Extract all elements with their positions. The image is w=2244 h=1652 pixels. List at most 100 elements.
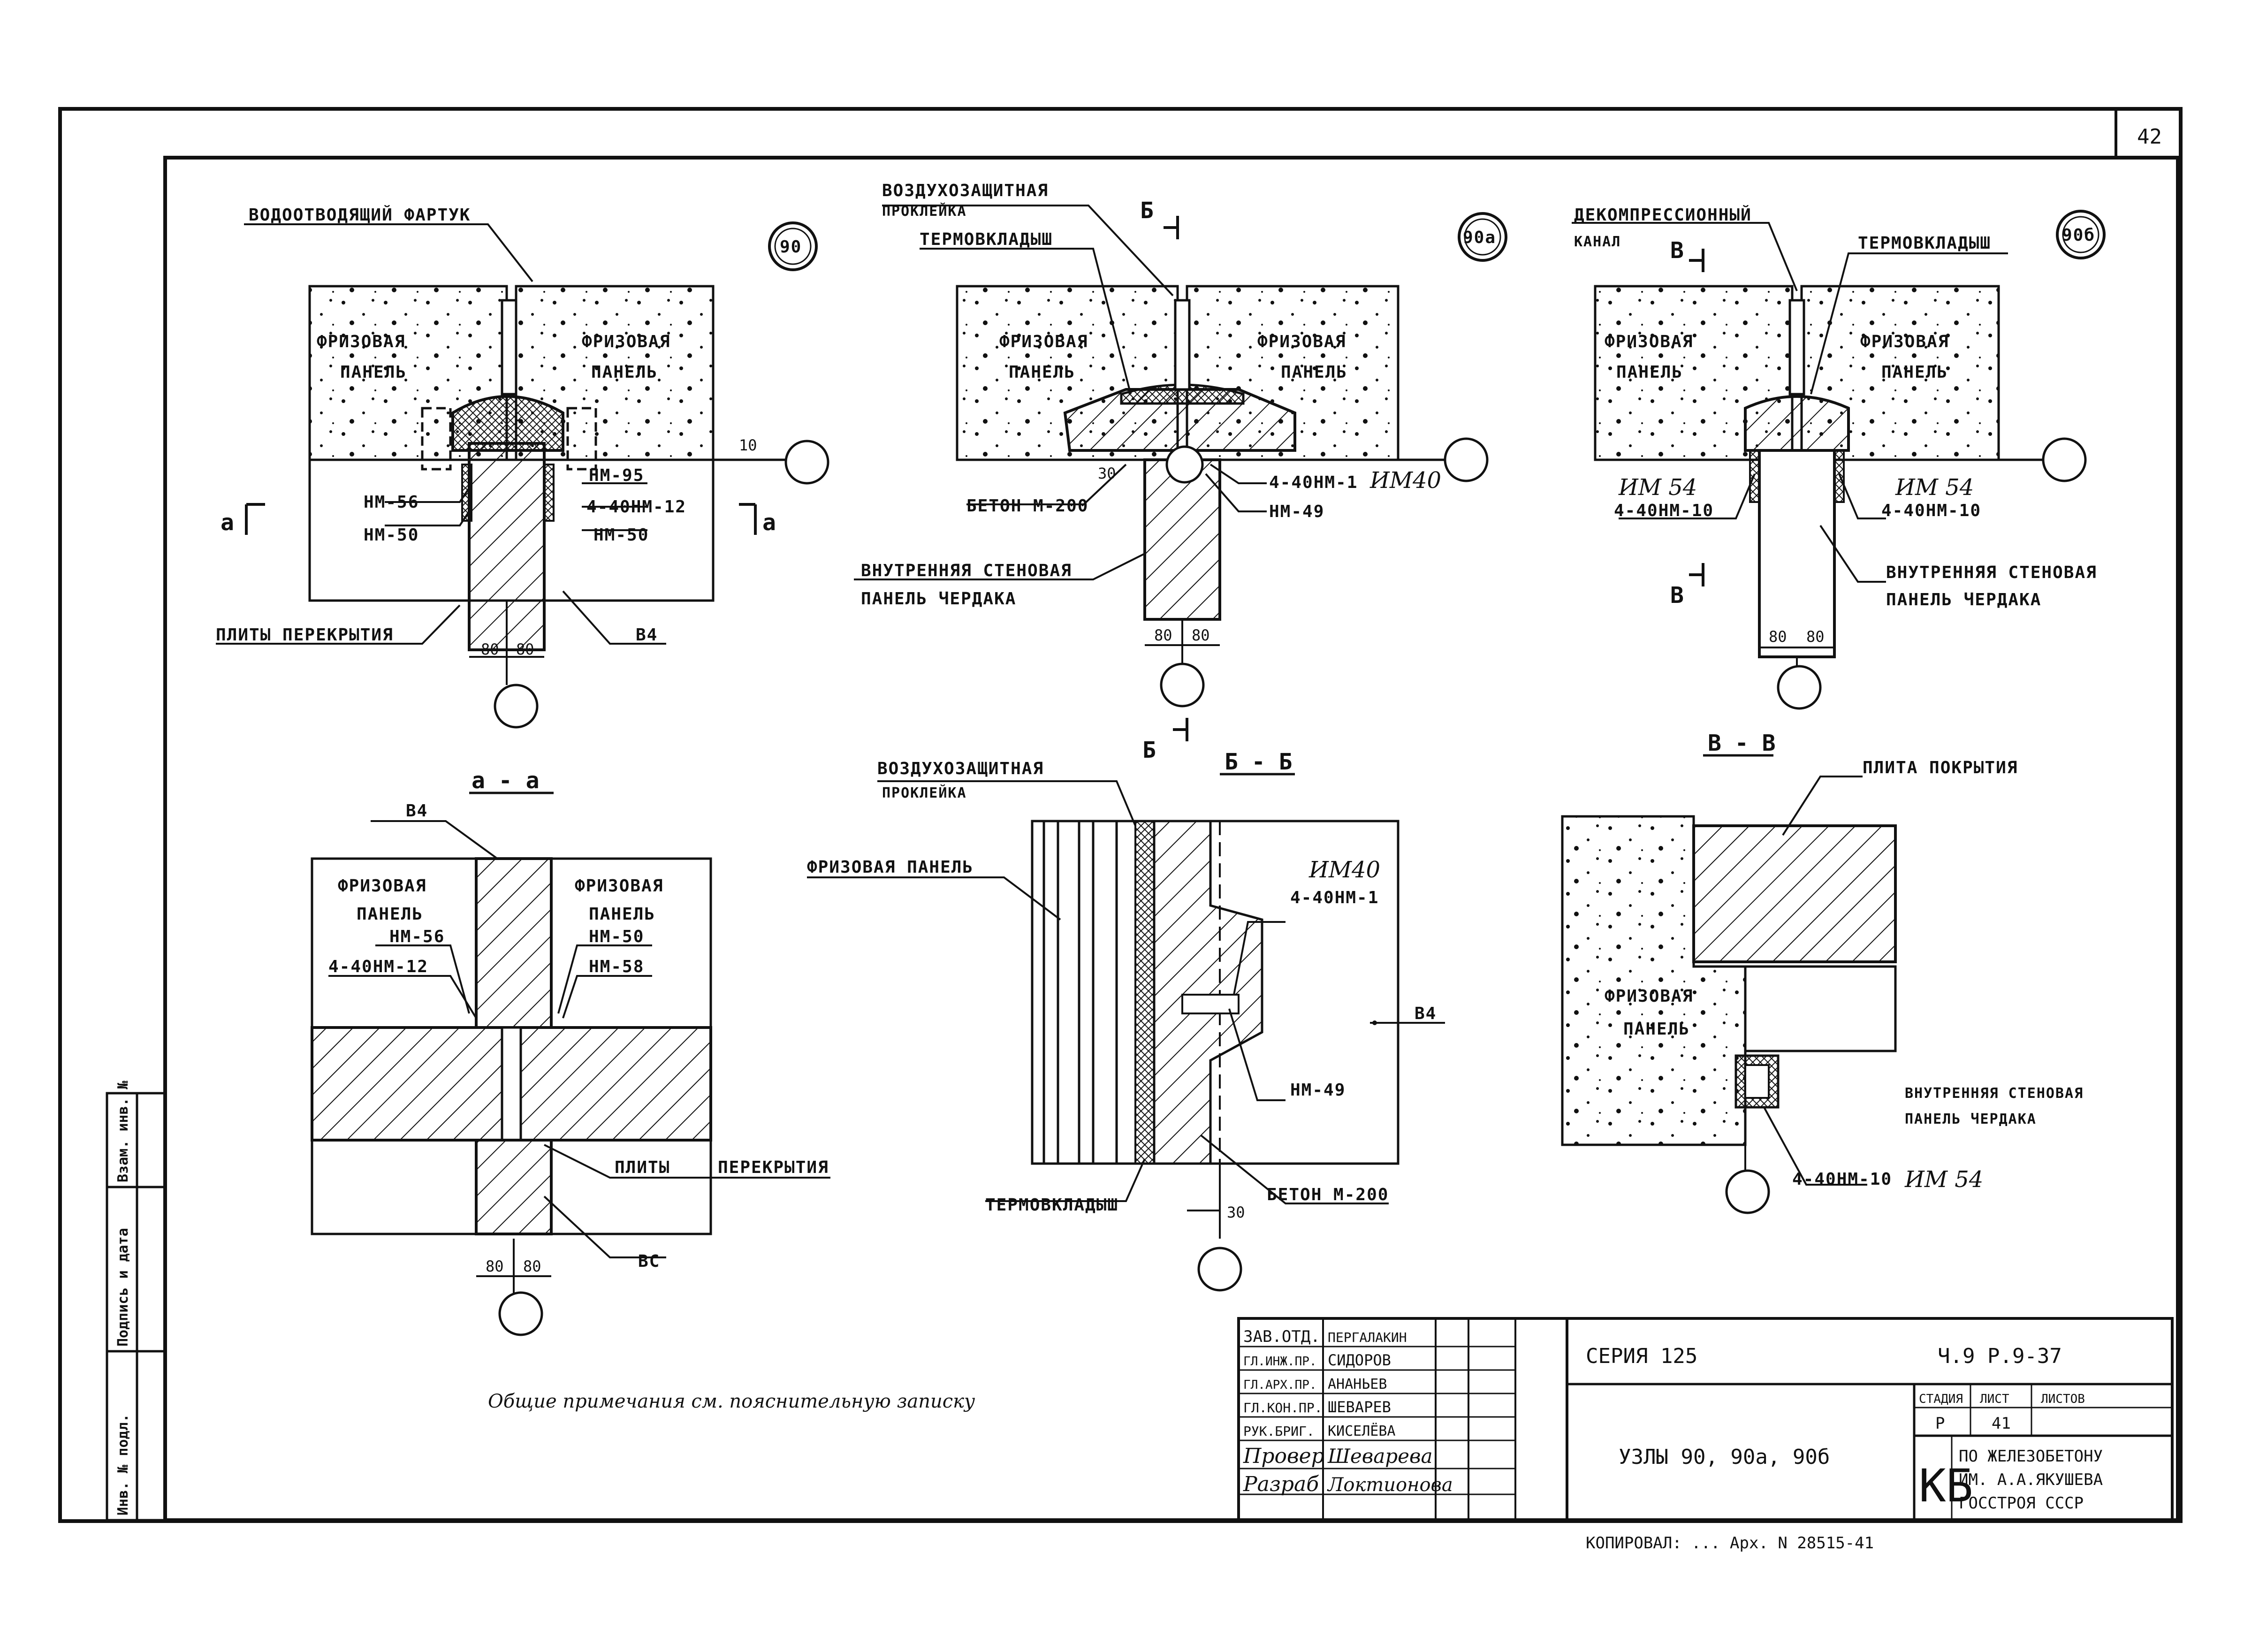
label-inner-vv-2: ПАНЕЛЬ ЧЕРДАКА — [1905, 1111, 2037, 1127]
label-4-40nm10-vv: 4-40НМ-10 — [1792, 1170, 1892, 1189]
dim-80a-90a: 80 — [1154, 626, 1172, 644]
column-aa-lower — [475, 1139, 553, 1235]
label-4-40nm10-left: 4-40НМ-10 — [1614, 501, 1714, 520]
dim-10: 10 — [739, 436, 757, 454]
label-concrete-bb: БЕТОН М-200 — [1267, 1185, 1389, 1204]
label-frieze-right-90a-1: ФРИЗОВАЯ — [1257, 332, 1346, 351]
label-frieze-left-aa-1: ФРИЗОВАЯ — [338, 876, 426, 896]
title-block: ЗАВ.ОТД. ГЛ.ИНЖ.ПР. ГЛ.АРХ.ПР. ГЛ.КОН.ПР… — [1237, 1317, 2174, 1522]
section-bb-title: Б - Б — [1225, 749, 1293, 775]
section-aa-title: а - а — [472, 768, 540, 794]
label-inner-90b-1: ВНУТРЕННЯЯ СТЕНОВАЯ — [1886, 563, 2097, 582]
axis-marker-bb — [1197, 1247, 1242, 1292]
label-4-40nm12-aa: 4-40НМ-12 — [328, 957, 428, 976]
node-90b-badge-text: 90б — [2062, 226, 2095, 245]
label-b4-aa: В4 — [406, 801, 428, 821]
page-number-box — [2115, 107, 2182, 159]
dim-80a-90b: 80 — [1769, 628, 1787, 646]
tb-name-5: Шеварева — [1327, 1445, 1433, 1468]
label-frieze-right-90b-2: ПАНЕЛЬ — [1881, 363, 1948, 382]
sidebar-label-replace: Взам. инв. № — [115, 1080, 131, 1182]
label-frieze-left-90b-1: ФРИЗОВАЯ — [1605, 332, 1693, 351]
label-frieze-right-2: ПАНЕЛЬ — [591, 363, 658, 382]
label-nm49-90a: НМ-49 — [1269, 502, 1324, 521]
tb-role-4: РУК.БРИГ. — [1243, 1424, 1315, 1439]
label-frieze-left-90a-2: ПАНЕЛЬ — [1009, 363, 1075, 382]
copy-stamp: КОПИРОВАЛ: ... Арх. N 28515-41 — [1586, 1534, 1874, 1553]
label-nm50-right: НМ-50 — [593, 525, 649, 545]
tb-role-5: Провер — [1243, 1444, 1324, 1468]
tb-role-3: ГЛ.КОН.ПР. — [1243, 1400, 1323, 1416]
general-note: Общие примечания см. пояснительную запис… — [488, 1391, 975, 1412]
label-bc-aa: ВС — [638, 1252, 660, 1271]
tb-sheet: 41 — [1992, 1414, 2011, 1433]
label-concrete-90a: БЕТОН М-200 — [966, 496, 1088, 516]
label-decompress-1: ДЕКОМПРЕССИОННЫЙ — [1574, 205, 1752, 225]
label-frieze-right-1: ФРИЗОВАЯ — [582, 332, 670, 351]
cut-b-bb: Б — [1142, 737, 1156, 763]
label-roof-slab-vv: ПЛИТА ПОКРЫТИЯ — [1863, 758, 2018, 777]
dim-80a-aa: 80 — [486, 1257, 504, 1275]
label-frieze-right-aa-1: ФРИЗОВАЯ — [575, 876, 663, 896]
cut-b-90a: Б — [1140, 198, 1154, 224]
label-air-seal-1: ВОЗДУХОЗАЩИТНАЯ — [882, 181, 1049, 200]
tb-org-line2: ИМ. А.А.ЯКУШЕВА — [1959, 1470, 2103, 1489]
label-inner-90a-1: ВНУТРЕННЯЯ СТЕНОВАЯ — [861, 561, 1072, 580]
axis-marker-90b-bottom — [1777, 665, 1822, 710]
cut-v-bottom: В — [1670, 582, 1684, 609]
dim-80b-90b: 80 — [1806, 628, 1825, 646]
node-90b-badge — [2056, 210, 2106, 259]
axis-marker-90a-bottom — [1160, 662, 1205, 708]
tb-org-line1: ПО ЖЕЛЕЗОБЕТОНУ — [1959, 1447, 2103, 1466]
node-90b: 90б ДЕКОМПРЕССИОННЫЙ КАНАЛ ТЕРМОВКЛАДЫШ … — [1572, 205, 2106, 710]
label-frieze-left-aa-2: ПАНЕЛЬ — [357, 905, 423, 924]
node-90-badge — [768, 221, 818, 271]
label-im54-left: ИМ 54 — [1618, 474, 1697, 501]
label-frieze-right-90a-2: ПАНЕЛЬ — [1281, 363, 1347, 382]
axis-marker-90b-right — [2042, 437, 2087, 482]
node-90a-badge — [1458, 212, 1507, 262]
node-90: 90 ВОДООТВОДЯЩИЙ ФАРТУК ФРИЗОВАЯ ПАНЕЛЬ — [216, 205, 829, 729]
label-frieze-left-90a-1: ФРИЗОВАЯ — [999, 332, 1088, 351]
section-vv-title: В - В — [1708, 730, 1776, 756]
section-b-b: Б - Б Б ВОЗДУХОЗАЩИТНАЯ ПРОКЛЕЙКА ФРИЗОВ… — [807, 718, 1445, 1292]
tb-series: СЕРИЯ 125 — [1586, 1344, 1697, 1368]
label-nm58-aa: НМ-58 — [589, 957, 644, 976]
label-frieze-right-90b-1: ФРИЗОВАЯ — [1860, 332, 1949, 351]
page-number: 42 — [2137, 125, 2162, 149]
node-90a-badge-text: 90а — [1463, 228, 1496, 247]
inner-frame — [163, 156, 2180, 1522]
label-frieze-vv-1: ФРИЗОВАЯ — [1605, 987, 1693, 1006]
label-4-40nm1-90a: 4-40НМ-1 — [1269, 473, 1358, 492]
node-90a: 90а ВОЗДУХОЗАЩИТНАЯ ПРОКЛЕЙКА ТЕРМОВКЛАД… — [854, 181, 1507, 708]
axis-marker-vv — [1725, 1169, 1770, 1214]
label-nm95: НМ-95 — [589, 466, 644, 485]
label-air-seal-bb-2: ПРОКЛЕЙКА — [882, 784, 967, 801]
tb-name-6: Локтионова — [1327, 1474, 1453, 1496]
label-nm50-aa: НМ-50 — [589, 927, 644, 946]
joint-key — [501, 299, 517, 396]
thermo-insert-90a — [1120, 383, 1245, 405]
roof-slab-vv — [1692, 824, 1897, 963]
label-4-40nm12: 4-40НМ-12 — [586, 497, 686, 517]
tb-role-2: ГЛ.АРХ.ПР. — [1243, 1378, 1317, 1392]
tb-role-0: ЗАВ.ОТД. — [1243, 1327, 1320, 1346]
label-nm49-bb: НМ-49 — [1290, 1081, 1346, 1100]
tb-org-line3: ГОССТРОЯ СССР — [1959, 1494, 2084, 1513]
label-inner-90b-2: ПАНЕЛЬ ЧЕРДАКА — [1886, 590, 2041, 609]
label-im40-bb: ИМ40 — [1308, 857, 1380, 883]
tb-sheets-header: ЛИСТОВ — [2041, 1392, 2085, 1406]
cut-a-left: а — [221, 510, 234, 536]
insulation-cap — [451, 395, 564, 452]
dim-80a: 80 — [481, 640, 499, 658]
label-frieze-left-2: ПАНЕЛЬ — [340, 363, 407, 382]
label-air-seal-2: ПРОКЛЕЙКА — [882, 203, 967, 220]
tb-stage-header: СТАДИЯ — [1919, 1392, 1963, 1406]
dim-80b-90a: 80 — [1192, 626, 1210, 644]
label-frieze-bb: ФРИЗОВАЯ ПАНЕЛЬ — [807, 858, 974, 877]
frieze-panel-bb — [1031, 820, 1400, 1165]
label-slabs: ПЛИТЫ ПЕРЕКРЫТИЯ — [216, 625, 394, 645]
cut-v-top: В — [1670, 237, 1684, 264]
section-a-a: а - а В4 ФРИЗОВАЯ ПАНЕЛЬ ФРИЗОВАЯ ПАНЕЛЬ… — [311, 768, 830, 1336]
tb-sheet-header: ЛИСТ — [1980, 1392, 2009, 1406]
